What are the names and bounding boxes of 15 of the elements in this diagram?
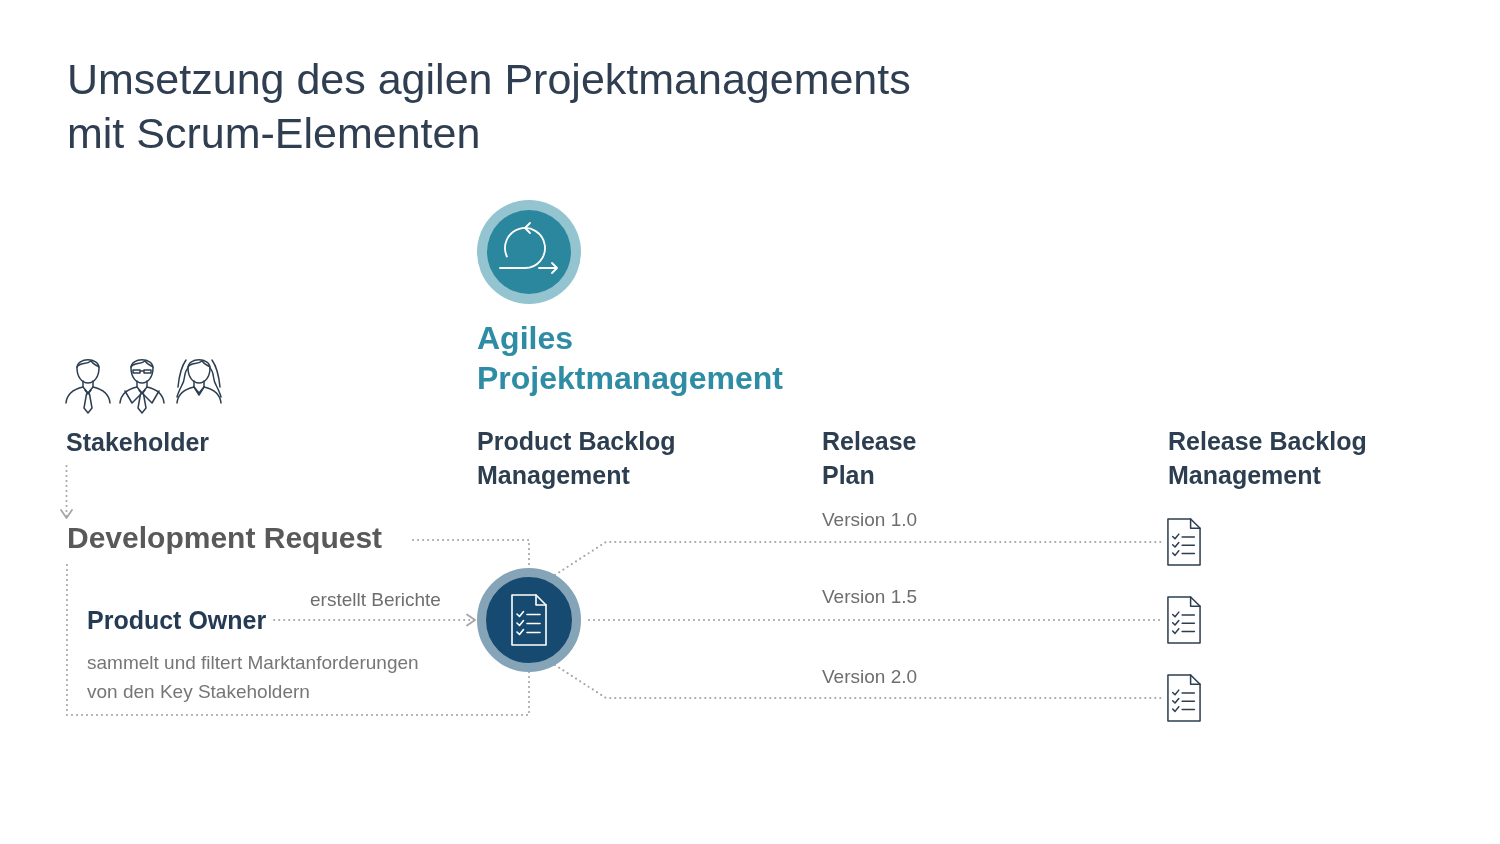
edge-label: Version 2.0: [822, 665, 918, 689]
dotted-arrow: [60, 464, 73, 520]
edge-label: Version 1.0: [822, 508, 918, 532]
slide-title: Umsetzung des agilen Projektmanagements mit Scrum-Elementen: [67, 54, 912, 159]
section-heading: Agiles Projektmanagement: [477, 319, 784, 398]
role-label: Product Owner: [87, 602, 267, 638]
edge-label: Version 1.5: [822, 585, 918, 609]
role-description: sammelt und filtert Marktanforderungen von den Key Stakeholdern: [87, 651, 420, 704]
group-heading: Development Request: [67, 520, 383, 556]
group-heading: Stakeholder: [66, 424, 210, 460]
dotted-arrow: [273, 613, 477, 627]
column-heading: Release Backlog Management: [1168, 426, 1368, 491]
edge-label: erstellt Berichte: [310, 588, 441, 612]
column-heading: Release Plan: [822, 426, 918, 491]
column-heading: Product Backlog Management: [477, 426, 677, 491]
